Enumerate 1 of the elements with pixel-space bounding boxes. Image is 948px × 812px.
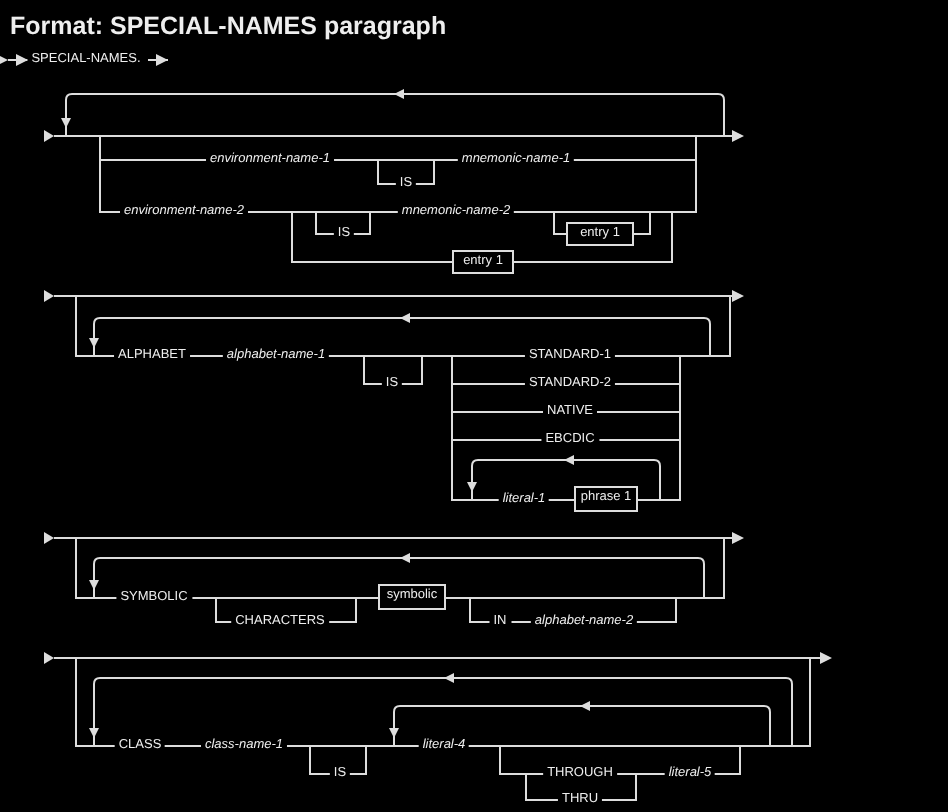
format-title: Format: SPECIAL-NAMES paragraph xyxy=(10,12,447,40)
